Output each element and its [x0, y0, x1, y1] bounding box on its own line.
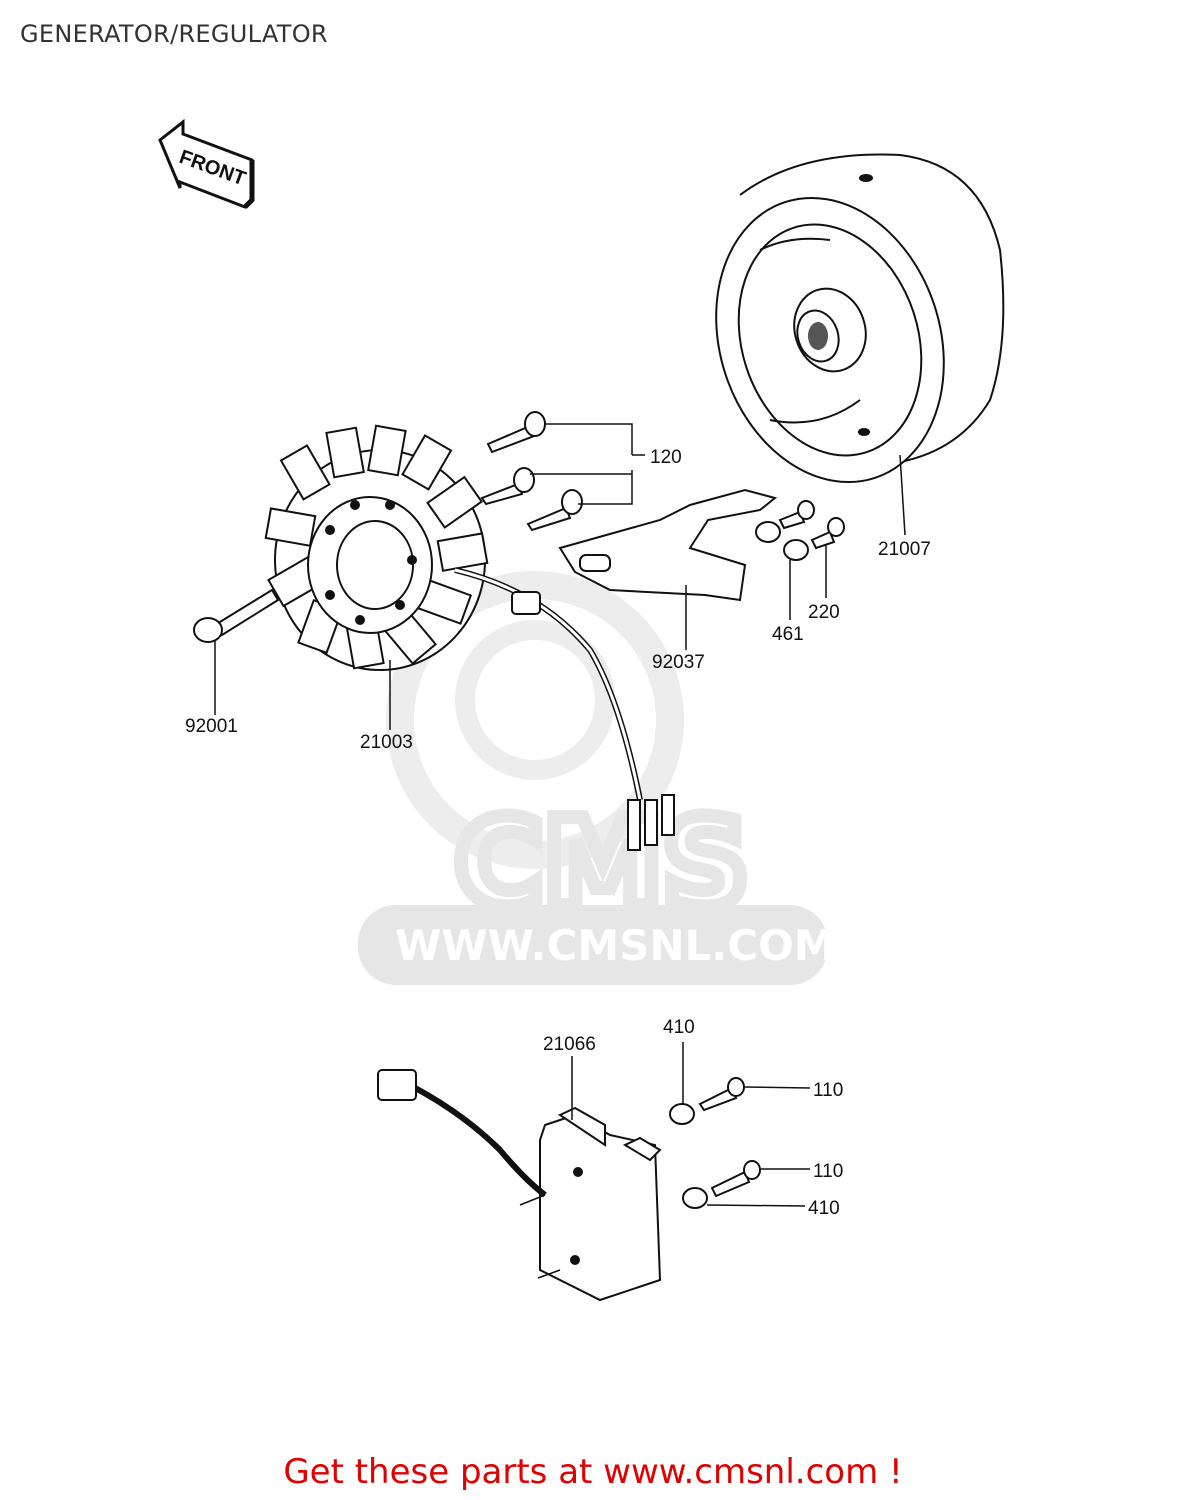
part-number-21007[interactable]: 21007 — [878, 539, 931, 560]
part-number-92001[interactable]: 92001 — [185, 716, 238, 737]
regulator-rectifier — [377, 1069, 662, 1302]
bolt-92001 — [193, 588, 280, 643]
front-arrow-icon: FRONT — [158, 118, 255, 209]
part-number-21003[interactable]: 21003 — [360, 732, 413, 753]
part-number-461[interactable]: 461 — [772, 624, 804, 645]
footer-link[interactable]: Get these parts at www.cmsnl.com ! — [283, 1452, 903, 1492]
part-number-21066[interactable]: 21066 — [543, 1034, 596, 1055]
rotor-flywheel — [715, 153, 1005, 484]
screws-110-washers-410 — [669, 1077, 761, 1209]
screws-120 — [480, 411, 583, 532]
page-title: GENERATOR/REGULATOR — [20, 20, 328, 48]
part-number-220[interactable]: 220 — [808, 602, 840, 623]
part-number-110-top[interactable]: 110 — [813, 1080, 843, 1101]
bracket-92037 — [558, 488, 778, 602]
cmsnl-watermark: CMS WWW.CMSNL.COM — [358, 571, 836, 985]
washers-461-screws-220 — [755, 500, 845, 561]
part-number-120[interactable]: 120 — [650, 447, 682, 468]
part-number-110-bottom[interactable]: 110 — [813, 1161, 843, 1182]
part-number-410-bottom[interactable]: 410 — [808, 1198, 840, 1219]
stator-coil — [264, 424, 675, 851]
watermark-url: WWW.CMSNL.COM — [395, 921, 836, 970]
part-number-92037[interactable]: 92037 — [652, 652, 705, 673]
part-number-410-top[interactable]: 410 — [663, 1017, 695, 1038]
leader-lines — [214, 423, 906, 1279]
